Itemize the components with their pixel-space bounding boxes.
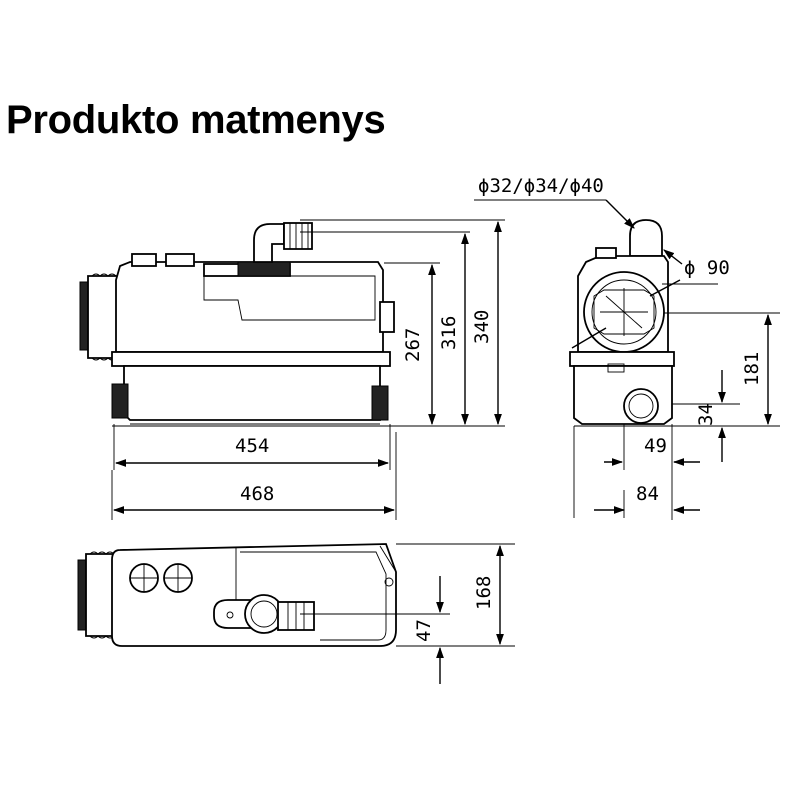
front-cap-left: [131, 253, 157, 267]
side-inlet-circle: [583, 271, 665, 353]
top-outlet-elbow: [213, 594, 315, 634]
dim-454: 454: [235, 435, 269, 457]
pipe-diameter-label: ϕ32/ϕ34/ϕ40: [478, 175, 604, 197]
side-dimensions: [474, 199, 780, 520]
front-outlet-elbow: [253, 222, 313, 263]
top-dimensions: [300, 543, 515, 684]
dim-468: 468: [240, 483, 274, 505]
side-outlet-circle: [623, 388, 659, 424]
dim-267: 267: [402, 328, 424, 362]
front-right-connector: [379, 301, 395, 333]
dim-181: 181: [741, 352, 763, 386]
page-title: Produkto matmenys: [6, 98, 386, 142]
front-view: [79, 222, 395, 425]
front-cap-right: [165, 253, 195, 267]
side-lower-tank: [573, 365, 673, 425]
top-view: [77, 543, 397, 647]
front-lower-tank: [123, 365, 381, 421]
dim-168: 168: [473, 576, 495, 610]
inlet-diameter-label: ϕ 90: [684, 257, 730, 279]
side-view: [569, 219, 675, 425]
dim-84: 84: [636, 483, 659, 505]
dim-49: 49: [644, 435, 667, 457]
side-top-pipe: [629, 219, 663, 257]
front-band: [111, 351, 391, 367]
dim-316: 316: [438, 316, 460, 350]
dim-340: 340: [471, 310, 493, 344]
dim-47: 47: [413, 619, 435, 642]
front-dimensions: [111, 219, 505, 520]
dim-34: 34: [695, 403, 717, 426]
front-left-inlet: [79, 273, 121, 361]
